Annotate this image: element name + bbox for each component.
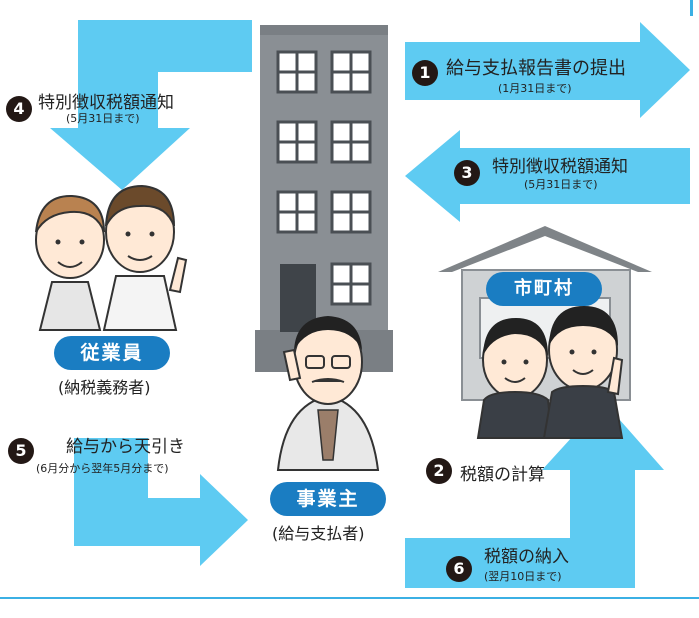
municipal-staff-illustration <box>476 306 624 439</box>
arrow-1-right <box>405 22 690 118</box>
arrow-3-left <box>405 130 690 222</box>
arrow-4-down <box>50 20 252 190</box>
step-6-deadline: (翌月10日まで) <box>484 570 562 583</box>
step-5-deadline: (6月分から翌年5月分まで) <box>36 462 169 475</box>
step-4-deadline: (5月31日まで) <box>66 112 140 125</box>
step-3-deadline: (5月31日まで) <box>524 178 598 191</box>
municipality-label-pill: 市町村 <box>486 272 602 306</box>
step-2-title: 税額の計算 <box>460 465 545 485</box>
step-3-number-badge: 3 <box>454 160 480 186</box>
step-1-number-badge: 1 <box>412 60 438 86</box>
employer-label-pill: 事業主 <box>270 482 386 516</box>
employee-label-pill: 従業員 <box>54 336 170 370</box>
step-3-title: 特別徴収税額通知 <box>492 157 628 177</box>
step-1-deadline: (1月31日まで) <box>498 82 572 95</box>
step-1-title: 給与支払報告書の提出 <box>446 58 626 79</box>
employer-description: (給与支払者) <box>272 524 365 543</box>
corner-tab <box>690 0 693 16</box>
employees-illustration <box>35 184 188 331</box>
employer-illustration <box>276 316 380 471</box>
employee-description: (納税義務者) <box>58 378 151 397</box>
step-2-number-badge: 2 <box>426 458 452 484</box>
step-4-title: 特別徴収税額通知 <box>38 93 174 113</box>
step-4-number-badge: 4 <box>6 96 32 122</box>
step-6-title: 税額の納入 <box>484 547 569 567</box>
step-5-title: 給与から天引き <box>66 437 185 457</box>
step-6-number-badge: 6 <box>446 556 472 582</box>
bottom-rule <box>0 597 699 599</box>
arrow-6-up <box>405 402 664 588</box>
arrow-5-right <box>74 438 248 566</box>
step-5-number-badge: 5 <box>8 438 34 464</box>
